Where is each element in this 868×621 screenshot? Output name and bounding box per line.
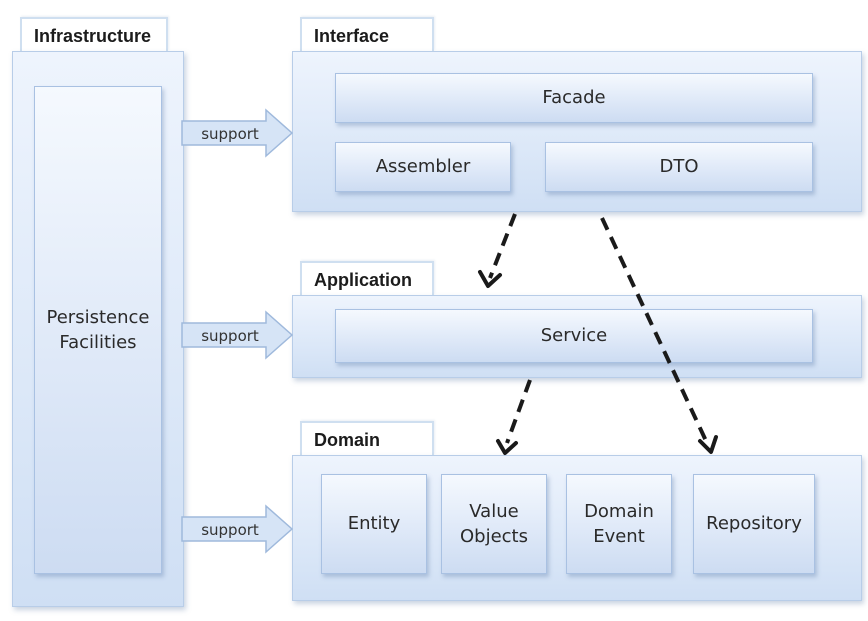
arrowhead-application bbox=[478, 270, 502, 288]
service-box: Service bbox=[335, 309, 813, 363]
facade-box: Facade bbox=[335, 73, 813, 123]
dependency-application-to-domain bbox=[505, 379, 532, 444]
repository-box: Repository bbox=[693, 474, 815, 574]
entity-box: Entity bbox=[321, 474, 427, 574]
interface-layer-title: Interface bbox=[300, 17, 434, 51]
dto-box: DTO bbox=[545, 142, 813, 192]
support-arrow-application: support bbox=[181, 310, 294, 360]
persistence-facilities-box: Persistence Facilities bbox=[34, 86, 162, 574]
value-objects-box: Value Objects bbox=[441, 474, 547, 574]
arrowhead-domain bbox=[496, 439, 518, 455]
support-arrow-interface: support bbox=[181, 108, 294, 158]
domain-event-box: Domain Event bbox=[566, 474, 672, 574]
application-layer-title: Application bbox=[300, 261, 434, 295]
arrowhead-repository bbox=[698, 435, 718, 454]
support-label: support bbox=[201, 327, 259, 345]
support-label: support bbox=[201, 521, 259, 539]
assembler-box: Assembler bbox=[335, 142, 511, 192]
support-arrow-domain: support bbox=[181, 504, 294, 554]
domain-layer-title: Domain bbox=[300, 421, 434, 455]
dependency-interface-to-application bbox=[488, 213, 517, 279]
infrastructure-layer-title: Infrastructure bbox=[20, 17, 168, 51]
support-label: support bbox=[201, 125, 259, 143]
